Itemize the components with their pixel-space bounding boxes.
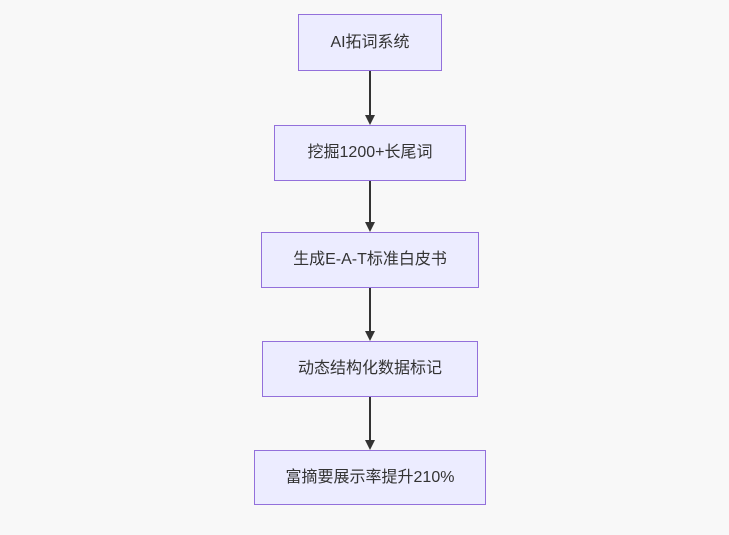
- node-label: 动态结构化数据标记: [297, 360, 442, 377]
- arrow-line: [369, 288, 371, 333]
- edge-arrow-4: [363, 397, 377, 450]
- arrowhead-down-icon: [365, 440, 375, 450]
- node-label: 挖掘1200+长尾词: [307, 144, 433, 161]
- node-rich-snippet-result: 富摘要展示率提升210%: [254, 450, 486, 505]
- edge-arrow-1: [363, 71, 377, 125]
- arrowhead-down-icon: [365, 115, 375, 125]
- arrowhead-down-icon: [365, 331, 375, 341]
- arrowhead-down-icon: [365, 222, 375, 232]
- arrow-line: [369, 397, 371, 442]
- node-label: 富摘要展示率提升210%: [285, 468, 455, 486]
- node-longtail-keyword-mining: 挖掘1200+长尾词: [274, 125, 466, 181]
- arrow-line: [369, 71, 371, 117]
- node-label: 生成E-A-T标准白皮书: [293, 251, 447, 268]
- node-label: AI拓词系统: [330, 33, 410, 51]
- node-structured-data-markup: 动态结构化数据标记: [262, 341, 478, 397]
- arrow-line: [369, 181, 371, 224]
- edge-arrow-3: [363, 288, 377, 341]
- edge-arrow-2: [363, 181, 377, 232]
- node-eat-whitepaper: 生成E-A-T标准白皮书: [261, 232, 479, 288]
- node-ai-expansion-system: AI拓词系统: [298, 14, 442, 71]
